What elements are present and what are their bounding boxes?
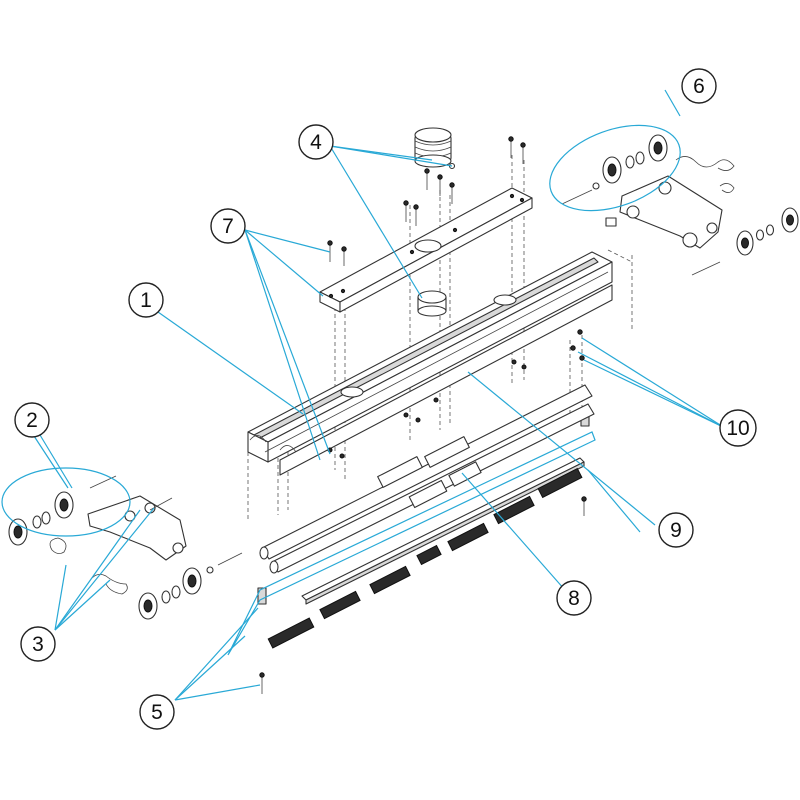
callout-10: 10 — [719, 409, 757, 447]
right-roller-bracket — [619, 156, 735, 249]
right-fasteners — [570, 329, 585, 361]
swivel-collar — [417, 290, 447, 317]
brush-assembly — [267, 457, 585, 649]
callout-3: 3 — [20, 626, 56, 662]
top-mounting-plate — [319, 187, 533, 313]
callout-label-8: 8 — [568, 587, 580, 610]
callout-label-3: 3 — [32, 633, 44, 656]
callout-label-2: 2 — [26, 409, 38, 432]
callout-9: 9 — [658, 512, 694, 548]
hose-swivel-bellows — [414, 127, 456, 170]
callout-1: 1 — [128, 282, 164, 318]
rollers — [8, 134, 799, 620]
brush-blocks — [267, 467, 583, 649]
callout-8: 8 — [556, 580, 592, 616]
callout-label-6: 6 — [693, 75, 705, 98]
callout-label-9: 9 — [670, 519, 682, 542]
callout-label-7: 7 — [222, 215, 234, 238]
callout-7: 7 — [210, 208, 246, 244]
main-rail — [247, 251, 613, 476]
lower-tubes — [259, 384, 595, 574]
callout-5: 5 — [139, 694, 175, 730]
callout-2: 2 — [14, 402, 50, 438]
leader-lines — [1, 89, 726, 701]
callout-label-4: 4 — [310, 131, 322, 154]
callout-label-10: 10 — [726, 417, 749, 440]
callout-4: 4 — [298, 124, 334, 160]
callout-6: 6 — [681, 68, 717, 104]
callout-label-5: 5 — [151, 701, 163, 724]
callout-label-1: 1 — [140, 289, 152, 312]
